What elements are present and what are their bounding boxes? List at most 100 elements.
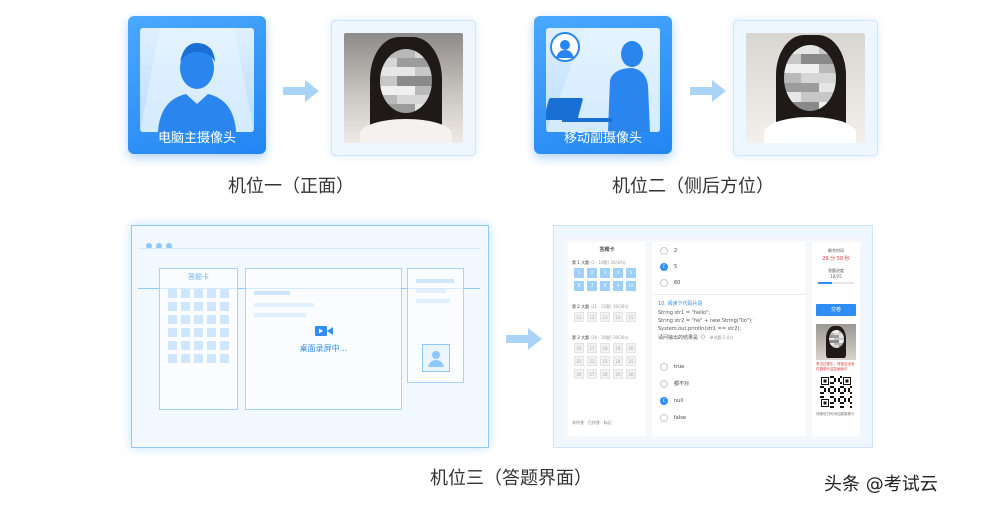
mosaic-cell [829,337,832,341]
answer-option[interactable]: 2 [660,246,677,255]
question-number-button[interactable]: 22 [587,356,597,366]
mosaic-cell [801,45,810,55]
question-number-button[interactable]: 2 [587,268,597,278]
camera-avatar-icon [428,351,444,367]
arrow-right-icon [690,80,726,102]
question-number-button[interactable]: 12 [587,312,597,322]
face-mosaic [380,49,432,113]
question-number-button[interactable]: 3 [600,268,610,278]
face-mosaic [829,330,844,348]
question-number-button[interactable]: 24 [613,356,623,366]
mosaic-cell [836,337,839,341]
answer-option[interactable]: false [660,413,686,422]
timer-value: 29 分 58 秒 [822,256,850,262]
mosaic-cell [414,103,424,113]
question-number-button[interactable]: 20 [626,343,636,353]
sketch-grid-cell [168,354,177,363]
mosaic-cell [831,330,834,333]
mosaic-cell [836,342,839,346]
question-number-button[interactable]: 21 [574,356,584,366]
mosaic-cell [831,332,834,336]
question-number-button[interactable]: 10 [626,281,636,291]
option-radio-icon[interactable] [660,246,668,255]
sketch-grid-cell [181,354,190,363]
question-number-button[interactable]: 5 [626,268,636,278]
question-number-button[interactable]: 7 [587,281,597,291]
option-radio-icon[interactable] [660,362,668,371]
option-radio-icon[interactable]: C [660,396,668,405]
mosaic-cell [810,54,819,64]
mosaic-cell [388,58,398,68]
exam-legend: 未作答 已作答 标记 [572,420,644,426]
window-dots [146,234,172,253]
question-number-button[interactable]: 26 [574,369,584,379]
question-number-button[interactable]: 11 [574,312,584,322]
side-camera-photo-frame [733,20,878,156]
question-number-button[interactable]: 13 [600,312,610,322]
mosaic-cell [839,330,842,333]
mosaic-cell [792,101,802,111]
mosaic-cell [834,330,837,333]
question-number-button[interactable]: 1 [574,268,584,278]
mosaic-cell [792,45,802,55]
question-number-button[interactable]: 28 [600,369,610,379]
answer-option[interactable]: true [660,362,684,371]
question-number-button[interactable]: 30 [626,369,636,379]
mini-avatar-icon [556,40,574,58]
question-number-button[interactable]: 4 [613,268,623,278]
mosaic-cell [801,54,810,64]
question-title: 10. 阅读下代码片段 [658,301,703,307]
answer-option[interactable]: 都不对 [660,379,689,388]
camera-notice: 考试过程中，请保证全身在摄像头监控画面中 [816,362,855,371]
mosaic-cell [397,76,406,86]
question-number-button[interactable]: 27 [587,369,597,379]
mosaic-cell [388,94,398,104]
question-number-button[interactable]: 29 [613,369,623,379]
answer-option[interactable]: 60 [660,278,680,287]
question-number-button[interactable]: 8 [600,281,610,291]
mosaic-cell [839,337,842,341]
question-number-button[interactable]: 25 [626,356,636,366]
mosaic-cell [380,94,389,104]
mosaic-cell [839,340,842,343]
sketch-grid-cell [207,341,216,350]
front-face-photo [344,33,463,143]
mosaic-cell [834,332,837,336]
option-radio-icon[interactable] [660,379,668,388]
option-radio-icon[interactable] [660,278,668,287]
mosaic-cell [818,73,828,83]
mosaic-cell [827,82,836,93]
mosaic-cell [380,67,389,77]
mosaic-cell [414,58,424,68]
mosaic-cell [397,58,406,68]
question-number-button[interactable]: 23 [600,356,610,366]
mosaic-cell [827,63,836,74]
question-number-button[interactable]: 18 [600,343,610,353]
option-radio-icon[interactable]: C [660,262,668,271]
mosaic-cell [810,73,819,83]
user-avatar-icon [140,28,254,132]
option-text: null [674,397,684,404]
question-number-button[interactable]: 16 [574,343,584,353]
option-radio-icon[interactable] [660,413,668,422]
option-text: false [674,414,686,421]
submit-button[interactable]: 交卷 [816,304,856,316]
mosaic-cell [792,82,802,93]
question-number-button[interactable]: 14 [613,312,623,322]
mosaic-cell [810,63,819,74]
mosaic-cell [831,335,834,338]
question-number-button[interactable]: 9 [613,281,623,291]
question-number-button[interactable]: 15 [626,312,636,322]
question-number-button[interactable]: 17 [587,343,597,353]
mosaic-cell [827,54,836,64]
mosaic-cell [380,58,389,68]
section-status: 30/30分 [610,260,626,265]
mosaic-cell [810,101,819,111]
question-number-button[interactable]: 19 [613,343,623,353]
progress-bar [818,282,854,284]
section-title: 第 1 大题 [572,260,590,265]
question-number-button[interactable]: 6 [574,281,584,291]
